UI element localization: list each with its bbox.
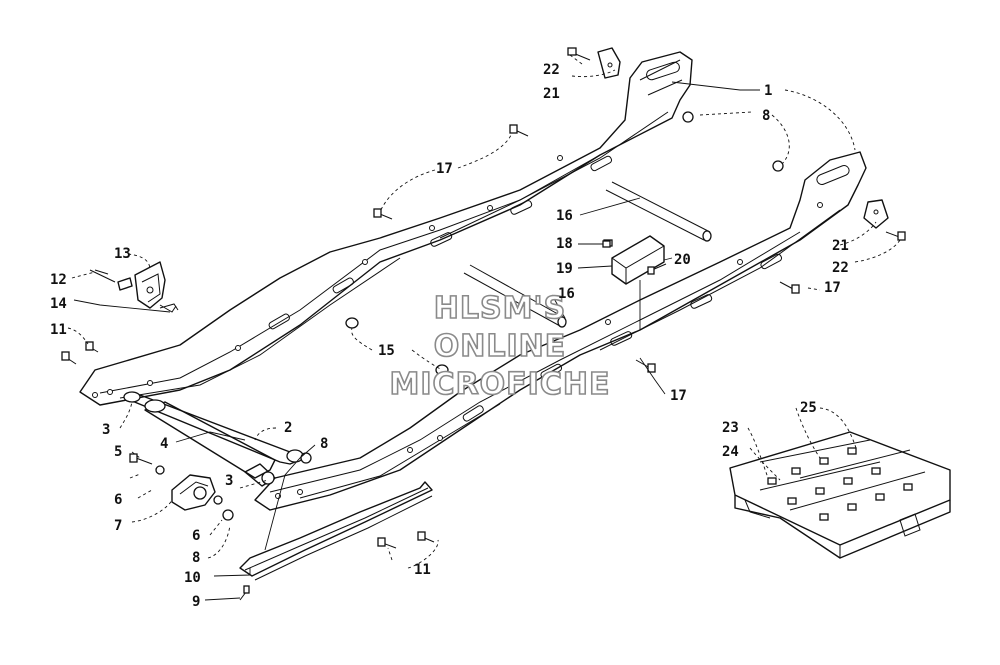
watermark-line-3: MICROFICHE	[390, 367, 611, 402]
rail-far	[79, 51, 693, 406]
callout-25: 25	[800, 400, 817, 416]
idler-wheel	[155, 465, 234, 521]
track-section	[729, 431, 951, 559]
front-bracket	[89, 261, 177, 313]
callout-21-right: 21	[832, 238, 849, 254]
callout-8-mid: 8	[320, 436, 328, 452]
callout-1: 1	[764, 83, 772, 99]
callout-15: 15	[378, 343, 395, 359]
watermark-line-1: HLSM'S	[434, 291, 566, 326]
callout-6-right: 6	[192, 528, 200, 544]
callout-2: 2	[284, 420, 292, 436]
callout-labels: 1 2 3 3 4 5 6 6 7 8 8 8 9 10 11 11 12 13…	[50, 62, 849, 610]
callout-20: 20	[674, 252, 691, 268]
callout-22-top: 22	[543, 62, 560, 78]
callout-8-bottom: 8	[192, 550, 200, 566]
callout-3-left: 3	[102, 422, 110, 438]
callout-10: 10	[184, 570, 201, 586]
callout-13: 13	[114, 246, 131, 262]
callout-22-right: 22	[832, 260, 849, 276]
callout-24: 24	[722, 444, 739, 460]
callout-18: 18	[556, 236, 573, 252]
callout-23: 23	[722, 420, 739, 436]
leader-lines	[67, 54, 901, 601]
callout-17-top: 17	[436, 161, 453, 177]
callout-8-top: 8	[762, 108, 770, 124]
wear-strip	[239, 481, 433, 581]
callout-12: 12	[50, 272, 67, 288]
callout-17-bottom: 17	[670, 388, 687, 404]
callout-14: 14	[50, 296, 67, 312]
watermark-line-2: ONLINE	[434, 329, 567, 364]
callout-5: 5	[114, 444, 122, 460]
callout-11-bottom: 11	[414, 562, 431, 578]
callout-21-top: 21	[543, 86, 560, 102]
callout-19: 19	[556, 261, 573, 277]
callout-16-mid: 16	[558, 286, 575, 302]
callout-6-left: 6	[114, 492, 122, 508]
watermark: HLSM'S ONLINE MICROFICHE	[389, 290, 611, 403]
callout-4: 4	[160, 436, 168, 452]
callout-9: 9	[192, 594, 200, 610]
slider-block	[603, 235, 665, 285]
cross-shafts	[123, 181, 712, 487]
callout-7: 7	[114, 518, 122, 534]
callout-3-right: 3	[225, 473, 233, 489]
callout-17-right: 17	[824, 280, 841, 296]
callout-11-left: 11	[50, 322, 67, 338]
callout-16-top: 16	[556, 208, 573, 224]
